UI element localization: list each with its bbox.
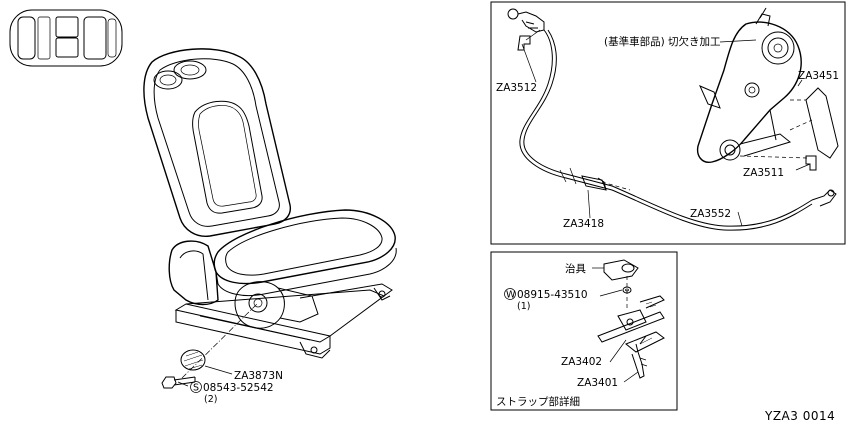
label-jig: 治具 xyxy=(565,262,586,275)
label-za3401: ZA3401 xyxy=(577,377,618,389)
label-washer-code: 08915-43510 xyxy=(517,289,588,301)
bolt-s-marker xyxy=(190,381,202,393)
label-bolt-qty: (2) xyxy=(204,394,217,405)
detail-box-top xyxy=(490,1,846,245)
label-za3512: ZA3512 xyxy=(496,82,537,94)
label-strap-detail-caption: ストラップ部詳細 xyxy=(496,395,580,408)
detail-bottom-labels: 治具 W 08915-43510 (1) ZA3402 ZA3401 ストラップ… xyxy=(496,262,618,408)
label-za3511: ZA3511 xyxy=(743,167,784,179)
svg-text:S: S xyxy=(193,383,199,394)
label-za3873n: ZA3873N xyxy=(234,370,283,382)
label-za3552: ZA3552 xyxy=(690,208,731,220)
highlighted-seat-marker xyxy=(55,16,79,38)
main-labels: ZA3873N S 08543-52542 (2) xyxy=(190,370,283,405)
drawing-reference-code: YZA3 0014 xyxy=(764,409,835,423)
label-washer-qty: (1) xyxy=(517,301,530,312)
detail-top-labels: (基準車部品) 切欠き加工 ZA3512 ZA3451 ZA3511 ZA355… xyxy=(496,35,839,230)
detail-bottom-frame xyxy=(490,251,678,411)
label-notch-note: (基準車部品) 切欠き加工 xyxy=(604,35,721,48)
washer-w-marker xyxy=(504,288,516,300)
label-za3451: ZA3451 xyxy=(798,70,839,82)
detail-top-frame xyxy=(490,1,846,245)
vehicle-location-thumbnail xyxy=(9,9,123,67)
svg-text:W: W xyxy=(506,290,516,301)
detail-box-bottom xyxy=(490,251,678,411)
label-za3418: ZA3418 xyxy=(563,218,604,230)
seat-illustration xyxy=(143,48,397,389)
label-bolt-code: 08543-52542 xyxy=(203,382,274,394)
label-za3402: ZA3402 xyxy=(561,356,602,368)
